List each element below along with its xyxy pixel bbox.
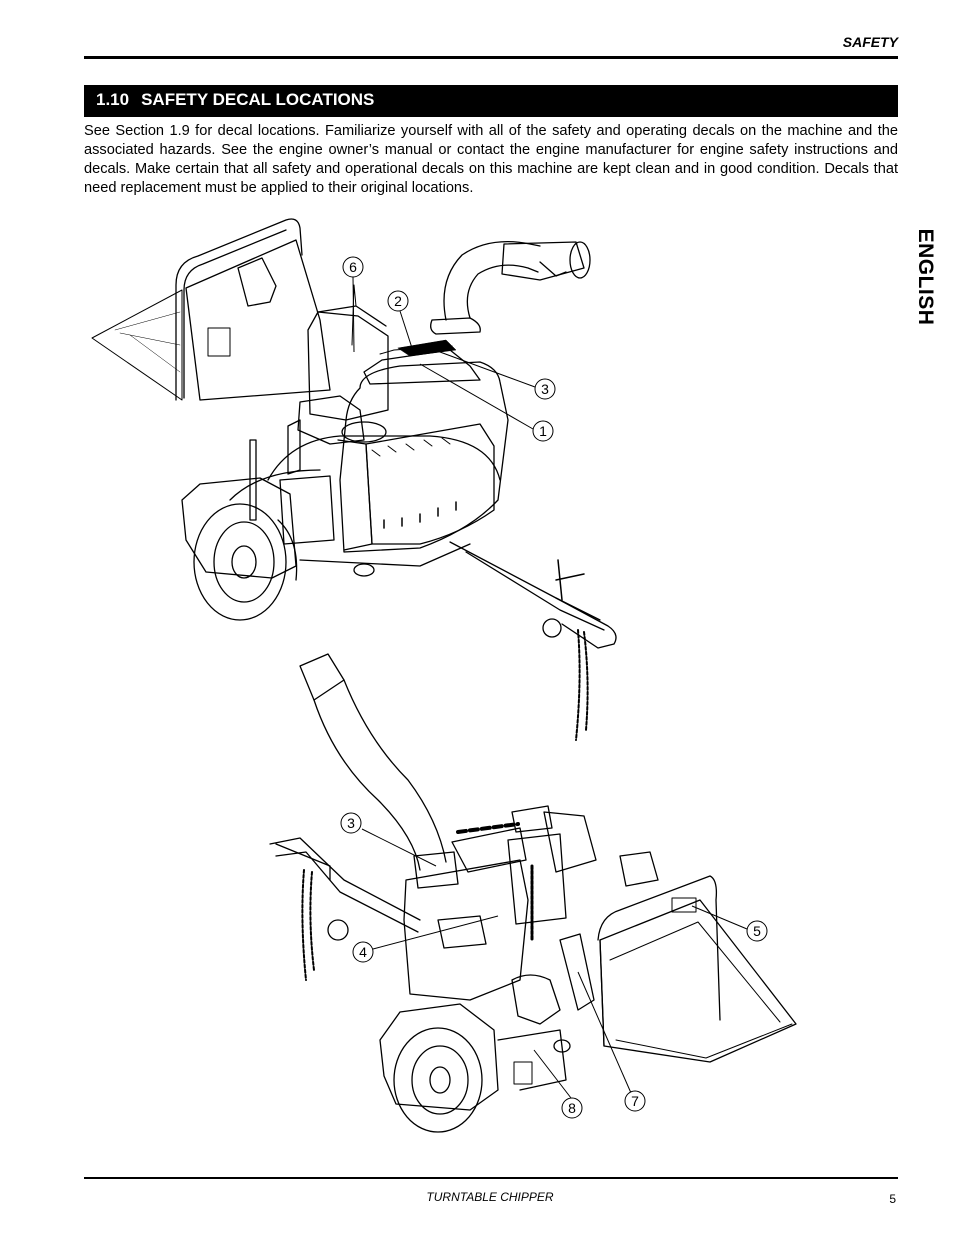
footer-rule	[84, 1177, 898, 1179]
chipper-illustration-bottom	[269, 653, 797, 1133]
callout-2: 2	[387, 290, 409, 312]
callout-8-label: 8	[568, 1100, 576, 1116]
callout-4: 4	[352, 941, 374, 963]
section-body: See Section 1.9 for decal locations. Fam…	[84, 123, 898, 196]
callout-7: 7	[624, 1090, 646, 1112]
callout-6-label: 6	[349, 259, 357, 275]
callout-7-label: 7	[631, 1093, 639, 1109]
section-heading: 1.10 SAFETY DECAL LOCATIONS	[84, 85, 898, 117]
callout-4-label: 4	[359, 944, 367, 960]
page-number: 5	[889, 1192, 896, 1206]
callout-1: 1	[532, 420, 554, 442]
callout-5: 5	[746, 920, 768, 942]
callout-8: 8	[561, 1097, 583, 1119]
callout-5-label: 5	[753, 923, 761, 939]
callout-3-bottom: 3	[340, 812, 362, 834]
footer-title: TURNTABLE CHIPPER	[426, 1190, 554, 1204]
header-rule	[84, 56, 898, 59]
section-title: SAFETY DECAL LOCATIONS	[141, 90, 375, 109]
callout-3-top: 3	[534, 378, 556, 400]
callout-3-top-label: 3	[541, 381, 549, 397]
chipper-illustration-top	[91, 218, 617, 741]
running-header: SAFETY	[842, 34, 898, 50]
callout-2-label: 2	[394, 293, 402, 309]
callout-1-label: 1	[539, 423, 547, 439]
callout-6: 6	[342, 256, 364, 278]
callout-3-bottom-label: 3	[347, 815, 355, 831]
section-number: 1.10	[96, 90, 130, 109]
leader-lines	[352, 276, 748, 1099]
